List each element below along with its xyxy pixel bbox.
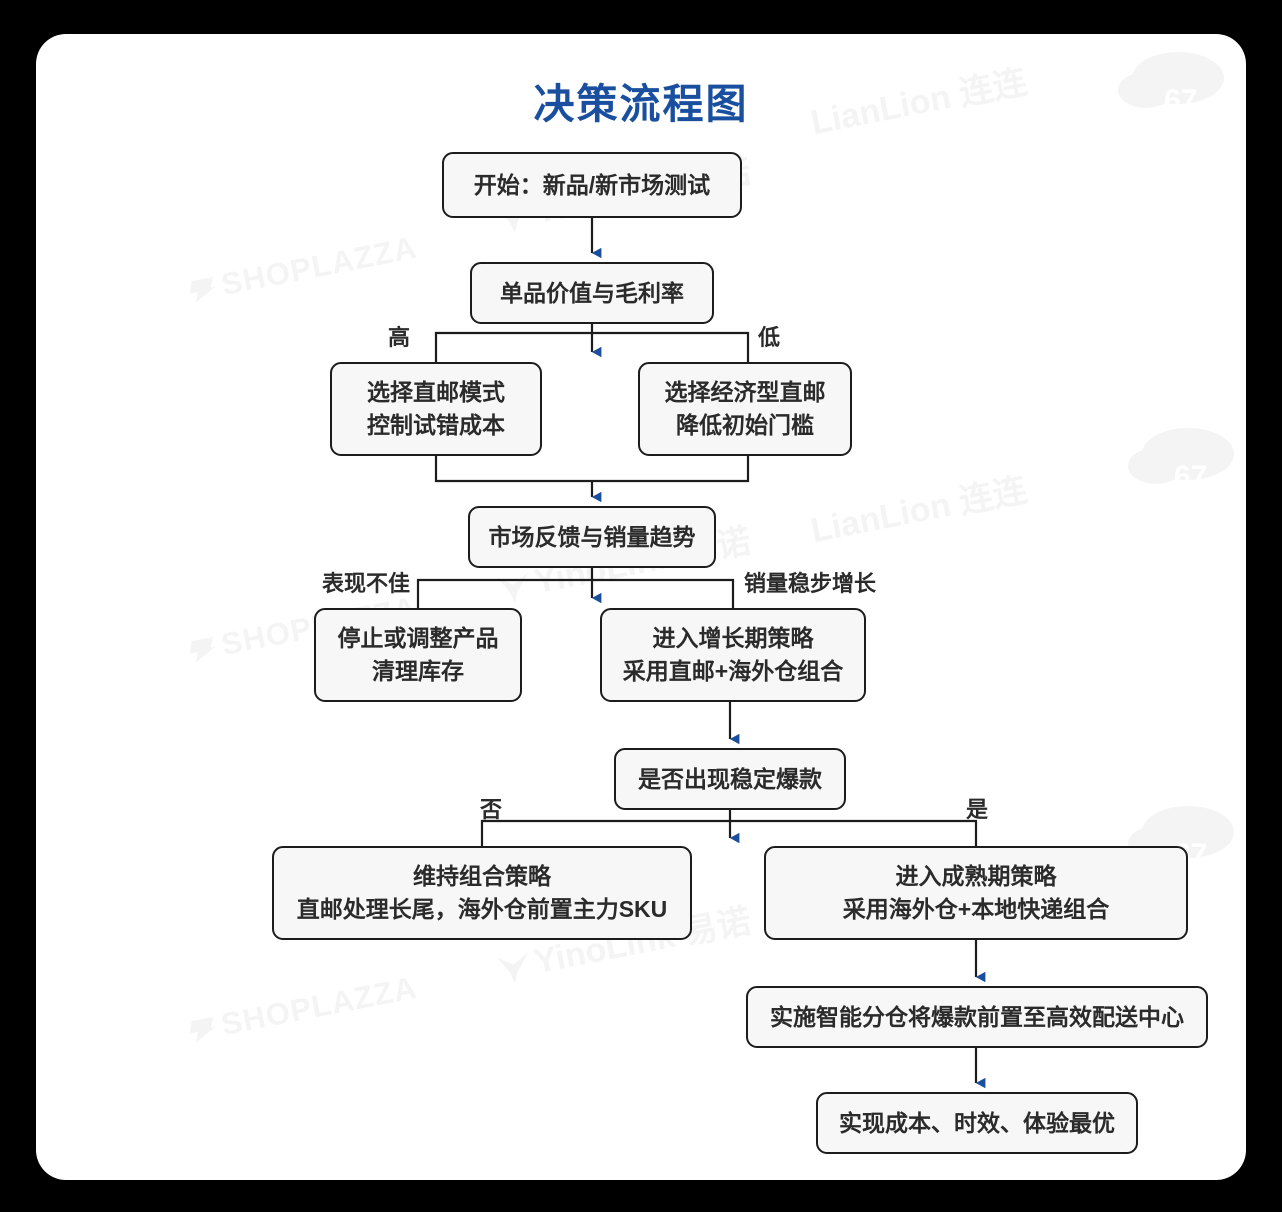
edge-label-no: 否 — [480, 797, 503, 822]
node-smart-warehouse[interactable]: 实施智能分仓将爆款前置至高效配送中心 — [746, 986, 1208, 1048]
flow-edges — [416, 218, 986, 1089]
node-market-feedback[interactable]: 市场反馈与销量趋势 — [468, 506, 716, 568]
node-keep-combo[interactable]: 维持组合策略 直邮处理长尾，海外仓前置主力SKU — [272, 846, 692, 940]
node-economy-direct[interactable]: 选择经济型直邮 降低初始门槛 — [638, 362, 852, 456]
node-stable-hit-check[interactable]: 是否出现稳定爆款 — [614, 748, 846, 810]
edge-label-high: 高 — [388, 325, 411, 350]
edge-label-low: 低 — [758, 325, 781, 350]
node-direct-mail-mode[interactable]: 选择直邮模式 控制试错成本 — [330, 362, 542, 456]
node-growth-strategy[interactable]: 进入增长期策略 采用直邮+海外仓组合 — [600, 608, 866, 702]
edge-label-yes: 是 — [966, 797, 989, 822]
page-title: 决策流程图 — [533, 81, 749, 127]
node-unit-value[interactable]: 单品价值与毛利率 — [470, 262, 714, 324]
edge-label-steady-growth: 销量稳步增长 — [744, 571, 877, 596]
node-start[interactable]: 开始：新品/新市场测试 — [442, 152, 742, 218]
flowchart: 开始：新品/新市场测试 单品价值与毛利率 选择直邮模式 控制试错成本 选择经济型… — [36, 34, 1246, 1180]
node-optimal-outcome[interactable]: 实现成本、时效、体验最优 — [816, 1092, 1138, 1154]
diagram-card: LianLion 连连 LianLion 连连 SHOPLAZZA SHOPLA… — [36, 34, 1246, 1180]
node-stop-or-adjust[interactable]: 停止或调整产品 清理库存 — [314, 608, 522, 702]
node-mature-strategy[interactable]: 进入成熟期策略 采用海外仓+本地快递组合 — [764, 846, 1188, 940]
edge-label-poor: 表现不佳 — [322, 571, 411, 596]
